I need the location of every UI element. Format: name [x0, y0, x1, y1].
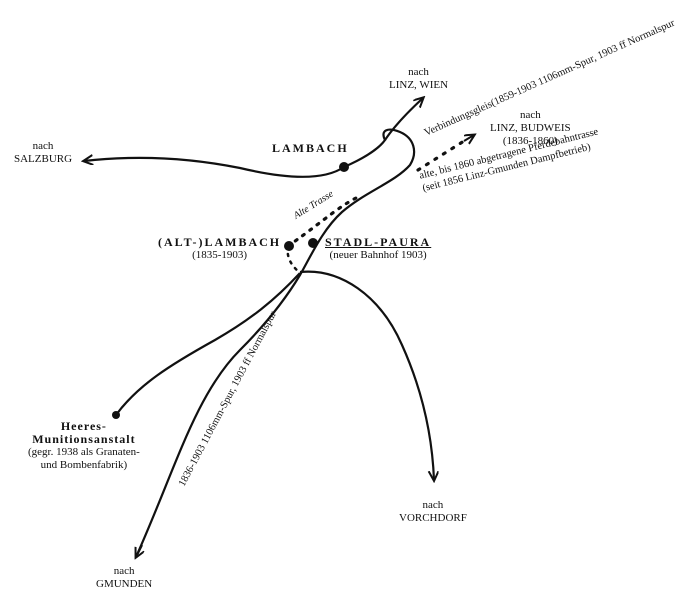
alt-lambach-label: (ALT-)LAMBACH (1835-1903): [158, 236, 281, 262]
gmunden-nach: nach: [113, 565, 135, 577]
linz-budweis-label: nach LINZ, BUDWEIS (1836-1860): [490, 109, 571, 148]
linz-budweis-years: (1836-1860): [502, 135, 558, 147]
stadl-paura-name: STADL-PAURA: [325, 235, 432, 249]
vorchdorf-nach: nach: [422, 499, 444, 511]
salzburg-name: SALZBURG: [14, 153, 73, 165]
heeres-branch-line: [115, 272, 301, 416]
alte-trasse-dotted: [286, 196, 358, 248]
lambach-label: LAMBACH: [272, 141, 349, 155]
wien-rail-line: [384, 98, 423, 141]
alte-trasse-label: Alte Trasse: [291, 188, 336, 222]
pferdebahn-dotted: [416, 139, 466, 172]
linz-wien-name: LINZ, WIEN: [389, 79, 449, 91]
gmunden-rail-end: [136, 544, 142, 557]
alt-lambach-name: (ALT-)LAMBACH: [158, 235, 282, 249]
vorchdorf-label: nach VORCHDORF: [399, 499, 467, 525]
heeres-station: [112, 411, 120, 419]
linz-wien-label: nach LINZ, WIEN: [389, 66, 448, 92]
stadl-paura-note: (neuer Bahnhof 1903): [329, 249, 427, 261]
linz-budweis-name: LINZ, BUDWEIS: [490, 122, 571, 134]
linz-budweis-nach: nach: [519, 109, 541, 121]
stadl-paura-label: STADL-PAURA (neuer Bahnhof 1903): [325, 236, 431, 262]
vorchdorf-name: VORCHDORF: [399, 512, 467, 524]
alt-lambach-station: [284, 241, 294, 251]
salzburg-nach: nach: [32, 140, 54, 152]
gmunden-line-label: 1836-1903 1106mm-Spur, 1903 ff Normalspu…: [177, 309, 279, 488]
main-rail-line: [134, 128, 416, 558]
heeres-line1: Heeres-: [60, 419, 107, 433]
pferdebahn-arrow: [463, 135, 474, 141]
heeres-line3: (gegr. 1938 als Granaten-: [28, 446, 140, 458]
linz-wien-nach: nach: [408, 66, 429, 78]
heeres-line2: Munitionsanstalt: [32, 432, 136, 446]
vorchdorf-rail-line: [299, 270, 434, 480]
gmunden-label: nach GMUNDEN: [96, 565, 152, 591]
gmunden-name: GMUNDEN: [96, 578, 153, 590]
heeres-line4: und Bombenfabrik): [40, 459, 128, 471]
salzburg-label: nach SALZBURG: [14, 140, 72, 166]
heeres-label: Heeres- Munitionsanstalt (gegr. 1938 als…: [28, 420, 140, 472]
lambach-station: [339, 162, 349, 172]
stadl-paura-station: [308, 238, 318, 248]
alt-lambach-years: (1835-1903): [192, 249, 248, 261]
salzburg-rail-line: [84, 158, 345, 178]
